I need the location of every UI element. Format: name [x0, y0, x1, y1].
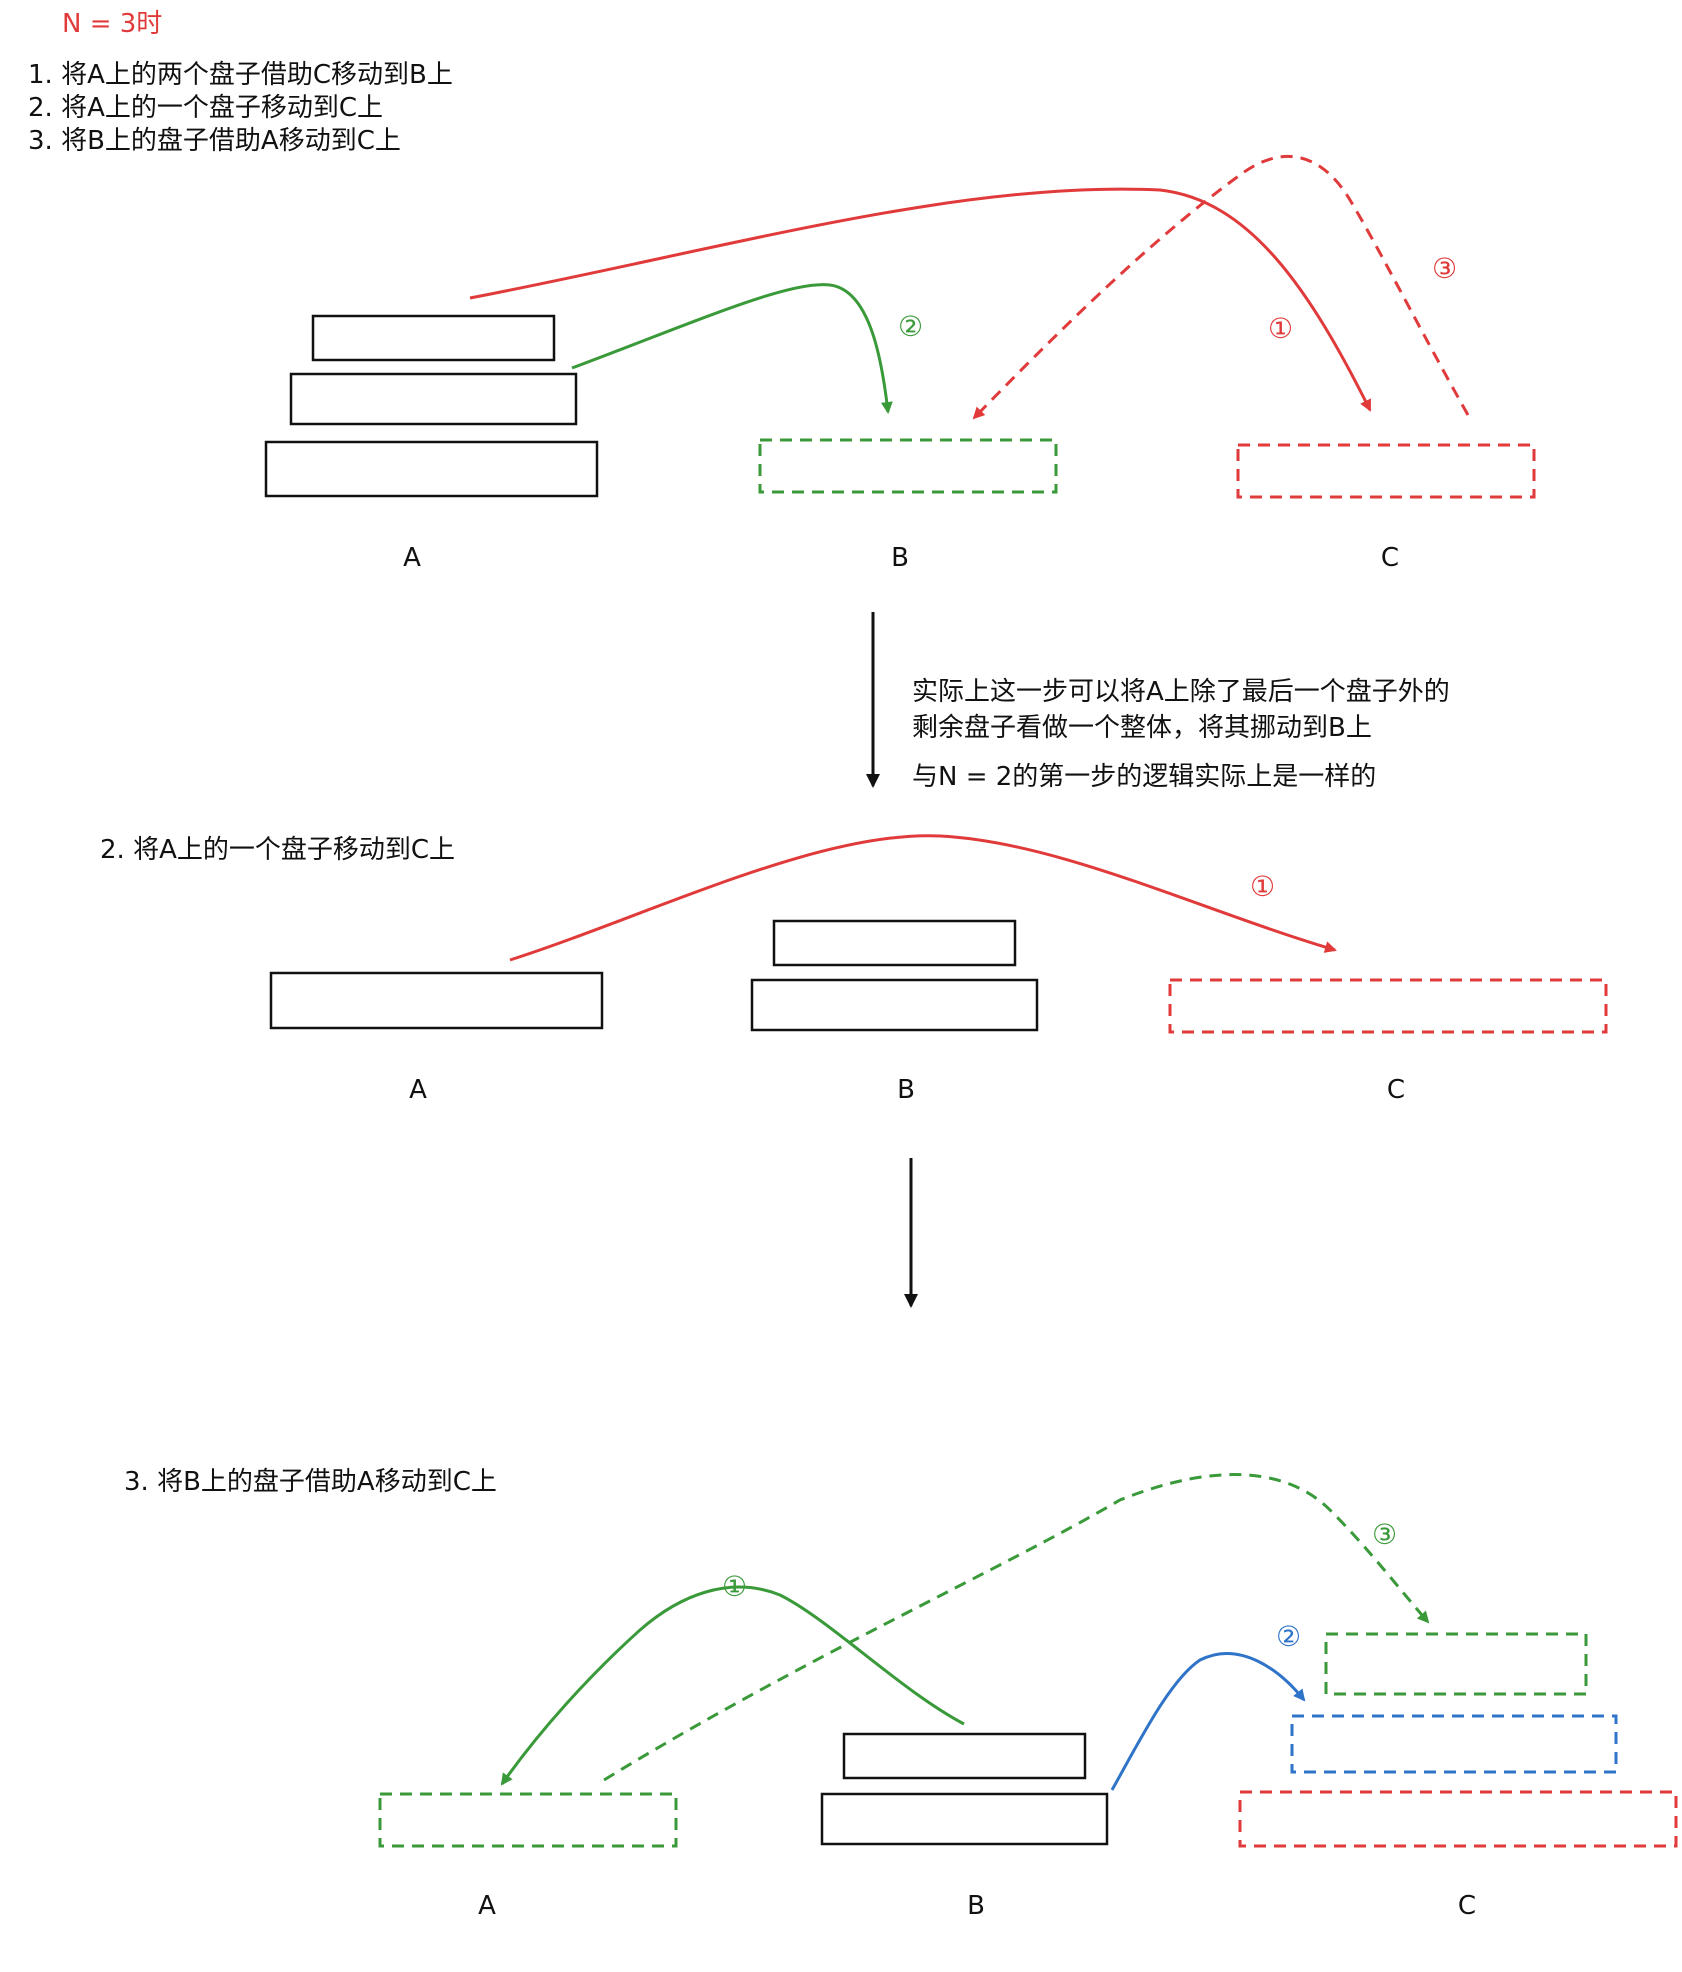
target-slot-c-top — [1324, 1632, 1588, 1696]
marker-step-3: ③ — [1432, 252, 1457, 285]
header-title: N = 3时 — [62, 9, 162, 39]
move-arrow-c-to-b — [972, 154, 1470, 420]
target-slot-c-bottom — [1238, 1790, 1678, 1848]
target-slot-c — [1236, 443, 1536, 499]
header-step-3: 3. 将B上的盘子借助A移动到C上 — [28, 126, 401, 156]
section-2: 2. 将A上的一个盘子移动到C上 ① A B C — [100, 834, 1608, 1105]
target-slot-c — [1168, 978, 1608, 1034]
target-slot-c-middle — [1290, 1714, 1618, 1774]
peg-label-c: C — [1387, 1075, 1405, 1105]
marker-step-2: ② — [1276, 1620, 1301, 1653]
peg-label-b: B — [967, 1891, 985, 1921]
marker-step-1: ① — [1268, 312, 1293, 345]
disk-large — [269, 971, 604, 1030]
target-slot-b — [758, 438, 1058, 494]
marker-step-1: ① — [722, 1570, 747, 1603]
section-3-heading: 3. 将B上的盘子借助A移动到C上 — [124, 1467, 497, 1497]
move-arrow-b-to-a — [500, 1585, 965, 1786]
section-2-heading: 2. 将A上的一个盘子移动到C上 — [100, 835, 455, 865]
disk-medium — [820, 1792, 1109, 1846]
move-arrow-b-to-c — [1110, 1652, 1306, 1791]
marker-step-2: ② — [898, 310, 923, 343]
peg-label-c: C — [1381, 543, 1399, 573]
move-arrow-a-to-b — [571, 283, 893, 414]
note-line-3: 与N = 2的第一步的逻辑实际上是一样的 — [912, 762, 1376, 792]
marker-step-3: ③ — [1372, 1518, 1397, 1551]
peg-label-a: A — [409, 1075, 427, 1105]
note-line-1: 实际上这一步可以将A上除了最后一个盘子外的 — [912, 677, 1450, 707]
disk-small — [842, 1732, 1087, 1780]
note-line-2: 剩余盘子看做一个整体，将其挪动到B上 — [912, 713, 1372, 743]
move-arrow-a-to-c — [603, 1473, 1430, 1782]
target-slot-a — [378, 1792, 678, 1848]
disk-medium — [750, 978, 1039, 1032]
marker-step-1: ① — [1250, 870, 1275, 903]
peg-label-b: B — [891, 543, 909, 573]
header-step-1: 1. 将A上的两个盘子借助C移动到B上 — [28, 60, 453, 90]
disk-large — [264, 440, 599, 498]
peg-label-c: C — [1458, 1891, 1476, 1921]
move-arrow-a-to-c — [469, 187, 1372, 412]
move-arrow-a-to-c — [509, 834, 1337, 962]
section-3: 3. 将B上的盘子借助A移动到C上 ① ② ③ A B C — [124, 1467, 1678, 1921]
peg-label-b: B — [897, 1075, 915, 1105]
peg-label-a: A — [478, 1891, 496, 1921]
disk-small — [772, 919, 1017, 967]
header-step-2: 2. 将A上的一个盘子移动到C上 — [28, 93, 383, 123]
section-1: ② ① ③ A B C — [264, 154, 1536, 573]
peg-label-a: A — [403, 543, 421, 573]
disk-medium — [289, 372, 578, 426]
disk-small — [311, 314, 556, 362]
